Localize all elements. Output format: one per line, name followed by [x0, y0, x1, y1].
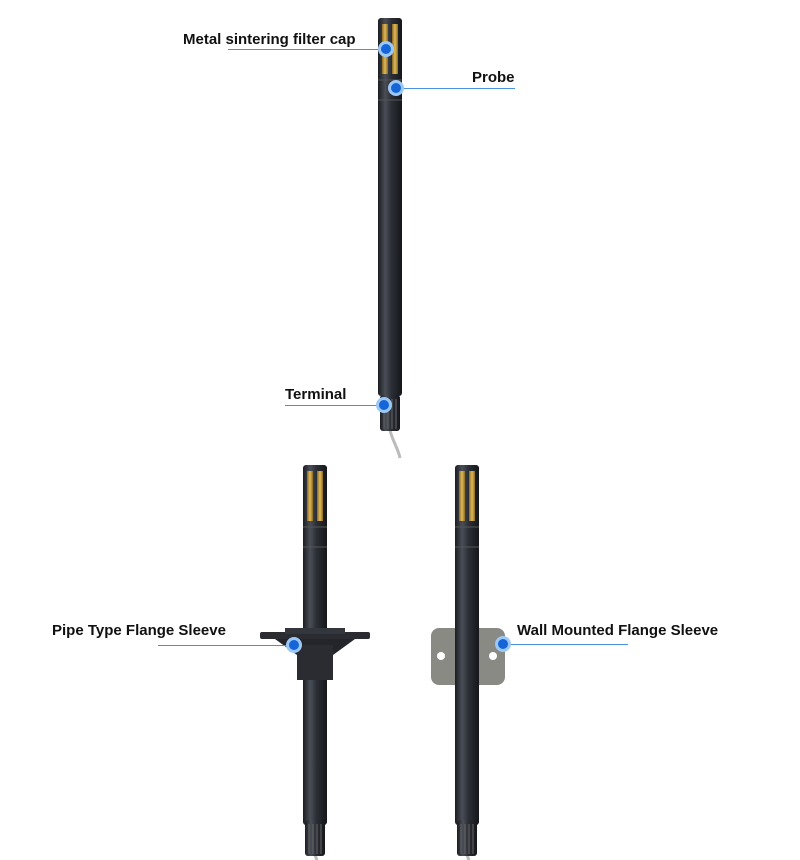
callout-dot-wall-flange — [495, 636, 511, 652]
label-wall-flange: Wall Mounted Flange Sleeve — [517, 622, 719, 639]
callout-line-wall-flange — [502, 644, 628, 645]
callout-line-terminal — [285, 405, 383, 406]
probe-wall-flange — [431, 464, 505, 860]
label-filter-cap: Metal sintering filter cap — [183, 31, 356, 48]
callout-line-filter-cap — [228, 49, 385, 50]
callout-dot-filter-cap — [378, 41, 394, 57]
callout-line-probe — [396, 88, 515, 89]
label-pipe-flange: Pipe Type Flange Sleeve — [52, 622, 226, 639]
callout-line-pipe-flange — [158, 645, 293, 646]
label-probe: Probe — [472, 69, 515, 86]
callout-dot-pipe-flange — [286, 637, 302, 653]
probe-pipe-flange — [260, 464, 370, 860]
label-terminal: Terminal — [285, 386, 347, 403]
cable — [388, 429, 402, 459]
callout-dot-terminal — [376, 397, 392, 413]
callout-dot-probe — [388, 80, 404, 96]
probe-main — [377, 17, 403, 459]
